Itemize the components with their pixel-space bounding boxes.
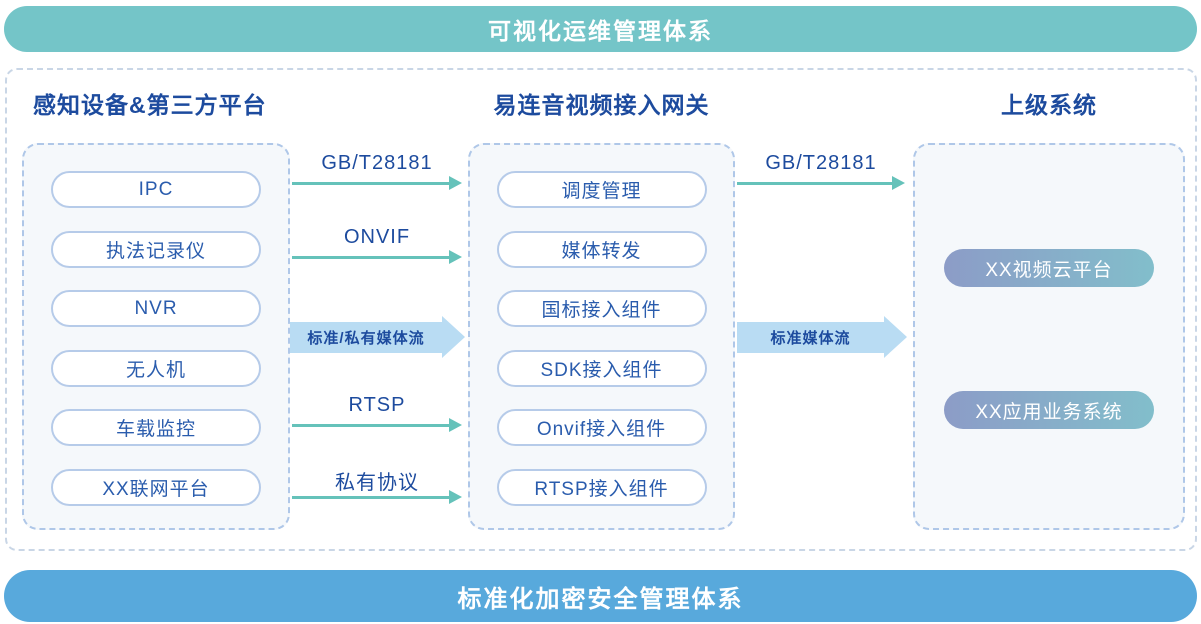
flow-label-gbt28181-right: GB/T28181 [765, 152, 877, 174]
devices-group-box: IPC 执法记录仪 NVR 无人机 车载监控 XX联网平台 [22, 143, 290, 530]
flow-label-media-stream-left: 标准/私有媒体流 [307, 329, 425, 347]
column-title-devices: 感知设备&第三方平台 [33, 92, 267, 118]
top-banner-label: 可视化运维管理体系 [488, 18, 713, 44]
device-pill-ipc: IPC [51, 171, 261, 208]
devices-pill-stack: IPC 执法记录仪 NVR 无人机 车载监控 XX联网平台 [24, 145, 288, 506]
arrow-right-icon [449, 418, 462, 432]
gateway-pill-stack: 调度管理 媒体转发 国标接入组件 SDK接入组件 Onvif接入组件 RTSP接… [470, 145, 733, 506]
thick-arrow-body: 标准/私有媒体流 [290, 321, 442, 353]
gateway-pill-onvif-access: Onvif接入组件 [496, 409, 707, 446]
top-banner: 可视化运维管理体系 [4, 6, 1197, 52]
flow-arrow-onvif [292, 250, 462, 264]
arrow-right-icon [449, 176, 462, 190]
flow-arrow-media-stream-left: 标准/私有媒体流 [290, 316, 465, 358]
arrow-shaft [737, 181, 892, 185]
bottom-banner-label: 标准化加密安全管理体系 [457, 585, 744, 613]
device-pill-drone: 无人机 [51, 349, 261, 387]
flow-label-rtsp: RTSP [348, 394, 406, 416]
flow-label-gbt28181-left: GB/T28181 [321, 152, 433, 174]
arrow-shaft [292, 255, 449, 259]
gateway-group-box: 调度管理 媒体转发 国标接入组件 SDK接入组件 Onvif接入组件 RTSP接… [468, 143, 735, 530]
upper-system-pill-video-cloud: XX视频云平台 [944, 249, 1154, 287]
flow-arrow-media-stream-right: 标准媒体流 [737, 316, 907, 358]
arrow-shaft [292, 423, 449, 427]
arrow-right-icon [884, 316, 907, 358]
thick-arrow-body: 标准媒体流 [737, 321, 884, 353]
device-pill-vehicle-monitor: 车载监控 [51, 409, 261, 446]
gateway-pill-gb-access: 国标接入组件 [496, 290, 707, 327]
arrow-shaft [292, 181, 449, 185]
flow-arrow-private-protocol [292, 490, 462, 504]
gateway-pill-media-forward: 媒体转发 [496, 230, 707, 268]
gateway-pill-rtsp-access: RTSP接入组件 [496, 468, 707, 506]
bottom-banner: 标准化加密安全管理体系 [4, 570, 1197, 622]
flow-label-onvif: ONVIF [343, 226, 411, 248]
flow-arrow-rtsp [292, 418, 462, 432]
flow-label-private-protocol: 私有协议 [335, 472, 419, 494]
flow-label-media-stream-right: 标准媒体流 [770, 329, 851, 347]
arrow-right-icon [449, 490, 462, 504]
arrow-right-icon [449, 250, 462, 264]
upper-system-group-box: XX视频云平台 XX应用业务系统 [913, 143, 1185, 530]
arrow-shaft [292, 495, 449, 499]
gateway-pill-sdk-access: SDK接入组件 [496, 349, 707, 387]
flow-arrow-gbt28181-left [292, 176, 462, 190]
column-title-upper-system: 上级系统 [1001, 92, 1097, 118]
arrow-right-icon [442, 316, 465, 358]
flow-arrow-gbt28181-right [737, 176, 905, 190]
device-pill-network-platform: XX联网平台 [51, 468, 261, 506]
arrow-right-icon [892, 176, 905, 190]
column-title-gateway: 易连音视频接入网关 [493, 92, 710, 118]
device-pill-body-camera: 执法记录仪 [51, 230, 261, 268]
gateway-pill-dispatch: 调度管理 [496, 171, 707, 208]
device-pill-nvr: NVR [51, 290, 261, 327]
upper-system-pill-app-business: XX应用业务系统 [944, 391, 1154, 429]
